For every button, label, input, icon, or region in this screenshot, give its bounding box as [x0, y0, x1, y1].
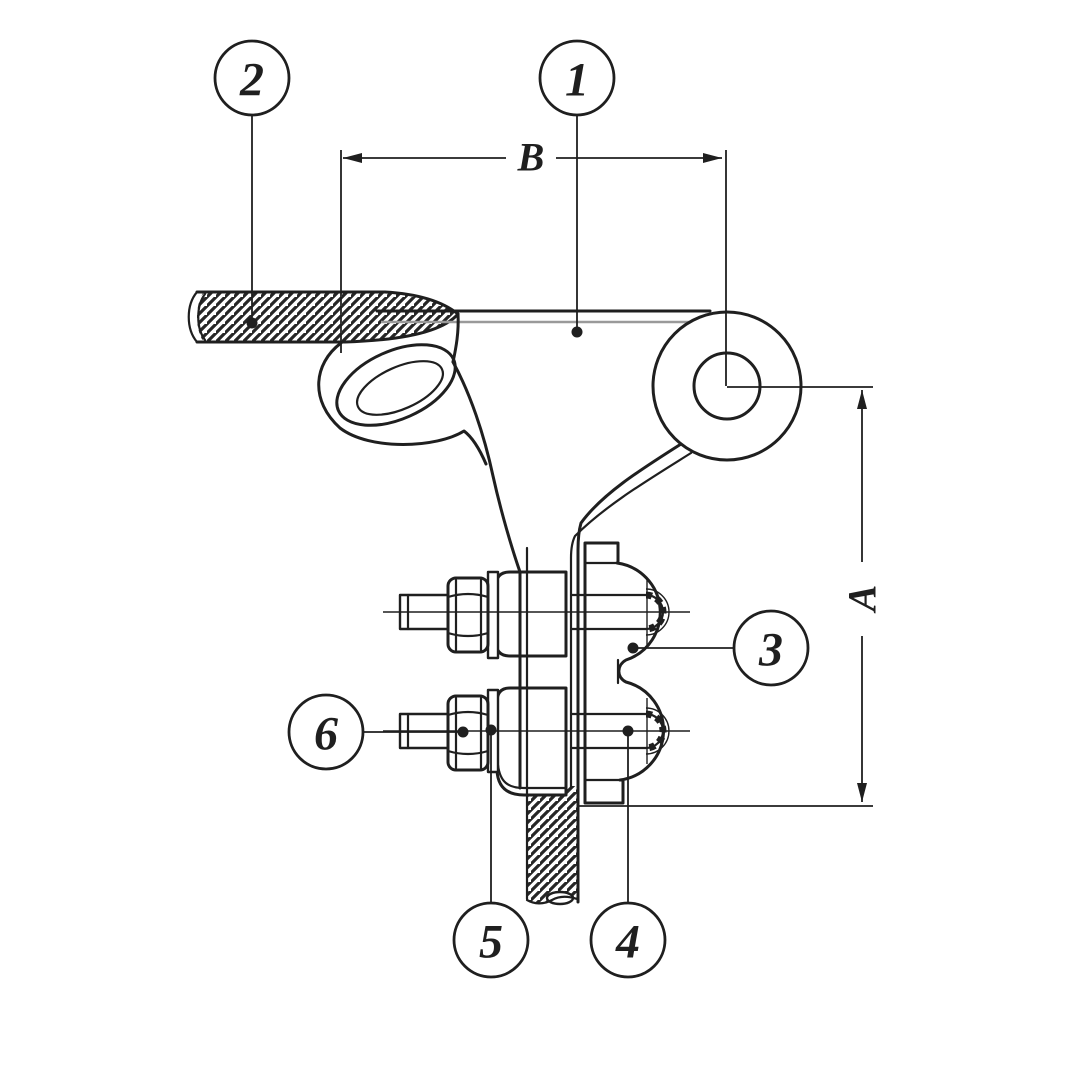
dimension-label-A: A [840, 585, 885, 615]
conductor-vertical [525, 546, 579, 906]
clamp-pad-upper [494, 570, 568, 658]
leader-dot [457, 726, 469, 738]
hook-window-outer [335, 343, 457, 427]
nut-chamfer [446, 631, 490, 638]
clamp-assembly [398, 541, 665, 805]
callout-2: 2 [213, 39, 291, 329]
callout-6: 6 [287, 693, 469, 771]
callout-3: 3 [627, 609, 810, 687]
balloon-number: 1 [565, 54, 589, 107]
balloon-circle [732, 609, 810, 687]
leader-dot [246, 317, 258, 329]
dimension-A: A [578, 386, 885, 807]
hook-outer-edge [317, 341, 488, 466]
conductor-bottom-edge [195, 312, 460, 344]
leader-dot [622, 725, 634, 737]
arrowhead-left [343, 153, 362, 163]
leader-dot [627, 642, 639, 654]
trunk-right-outer-edge [576, 442, 683, 904]
dimension-label-B: B [517, 135, 545, 180]
balloon-circle [589, 901, 667, 979]
callout-4: 4 [589, 725, 667, 979]
callout-5: 5 [452, 724, 530, 979]
eye-plate [651, 310, 803, 462]
hook-window-inner [356, 360, 444, 416]
dimension-B: B [340, 135, 727, 386]
clamp-body [317, 309, 712, 904]
balloon-number: 4 [615, 916, 640, 969]
keeper-plate [583, 541, 665, 805]
clamp-pad-lower [495, 686, 568, 797]
conductor-break-outer [187, 290, 199, 344]
arrowhead-top [857, 390, 867, 409]
eye-outer-circle [651, 310, 803, 462]
balloon-circle [287, 693, 365, 771]
conductor-horizontal-hatch [197, 292, 458, 342]
conductor-vertical-hatch [527, 786, 577, 904]
hex-nut-upper [446, 576, 490, 654]
leader-dot [571, 326, 583, 338]
balloon-number: 5 [479, 916, 503, 969]
centerlines [383, 611, 690, 732]
eye-hole [692, 351, 762, 421]
conductor-horizontal [187, 290, 460, 344]
callout-1: 1 [538, 39, 616, 338]
trunk-left-edge [451, 360, 522, 790]
balloon-circle [538, 39, 616, 117]
balloon-number: 6 [314, 708, 338, 761]
arrowhead-right [703, 153, 722, 163]
nut-chamfer [446, 749, 490, 756]
nut-chamfer [446, 592, 490, 599]
callouts-layer: 1 2 3 4 5 6 [213, 39, 810, 979]
conductor-break-bottom [525, 895, 579, 905]
balloon-circle [452, 901, 530, 979]
trunk-right-inner-edge [569, 451, 693, 790]
nut-body [446, 576, 490, 654]
leader-dot [485, 724, 497, 736]
balloon-number: 2 [239, 54, 264, 107]
nut-chamfer [446, 710, 490, 717]
balloon-number: 3 [758, 624, 783, 677]
balloon-circle [213, 39, 291, 117]
arrowhead-bottom [857, 783, 867, 802]
conductor-break-inner [197, 292, 207, 342]
